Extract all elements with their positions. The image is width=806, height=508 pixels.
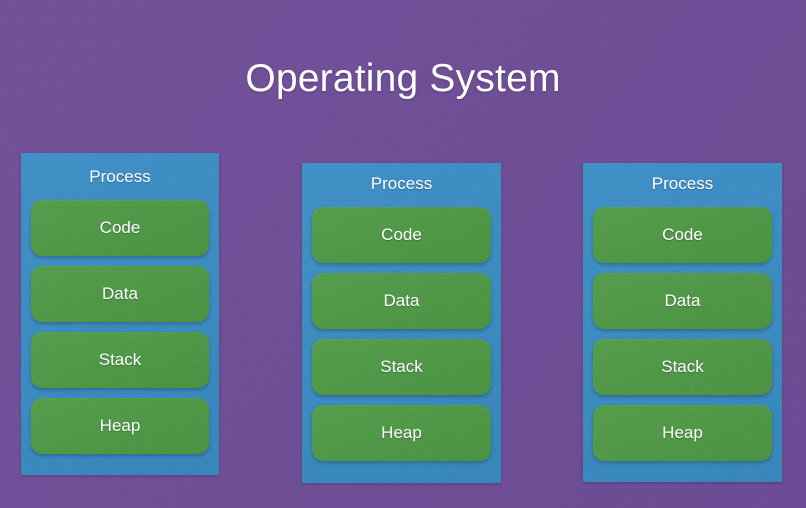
- memory-segment-label: Stack: [661, 357, 704, 376]
- process-header-label: Process: [651, 174, 714, 193]
- memory-segment-label: Data: [664, 291, 701, 310]
- memory-segment-stack[interactable]: Stack: [31, 332, 209, 388]
- memory-segment-code[interactable]: Code: [31, 200, 209, 256]
- process-header-label: Process: [89, 167, 151, 186]
- memory-segment-label: Stack: [380, 357, 423, 376]
- process-header-label: Process: [370, 174, 433, 193]
- memory-segment-stack[interactable]: Stack: [593, 339, 772, 395]
- memory-segment-label: Data: [383, 291, 420, 310]
- page-title: Operating System: [245, 57, 561, 100]
- memory-segment-label: Code: [662, 225, 703, 244]
- memory-segment-label: Code: [381, 225, 422, 244]
- memory-segment-label: Heap: [381, 423, 422, 442]
- memory-segment-code[interactable]: Code: [593, 207, 772, 263]
- memory-segment-heap[interactable]: Heap: [31, 398, 209, 454]
- memory-segment-heap[interactable]: Heap: [312, 405, 491, 461]
- memory-segment-data[interactable]: Data: [593, 273, 772, 329]
- memory-segment-data[interactable]: Data: [312, 273, 491, 329]
- memory-segment-label: Heap: [99, 416, 141, 435]
- memory-segment-label: Code: [99, 218, 141, 237]
- memory-segment-label: Data: [102, 284, 138, 303]
- memory-segment-stack[interactable]: Stack: [312, 339, 491, 395]
- memory-segment-data[interactable]: Data: [31, 266, 209, 322]
- memory-segment-label: Heap: [662, 423, 703, 442]
- memory-segment-label: Stack: [98, 350, 142, 369]
- memory-segment-heap[interactable]: Heap: [593, 405, 772, 461]
- memory-segment-code[interactable]: Code: [312, 207, 491, 263]
